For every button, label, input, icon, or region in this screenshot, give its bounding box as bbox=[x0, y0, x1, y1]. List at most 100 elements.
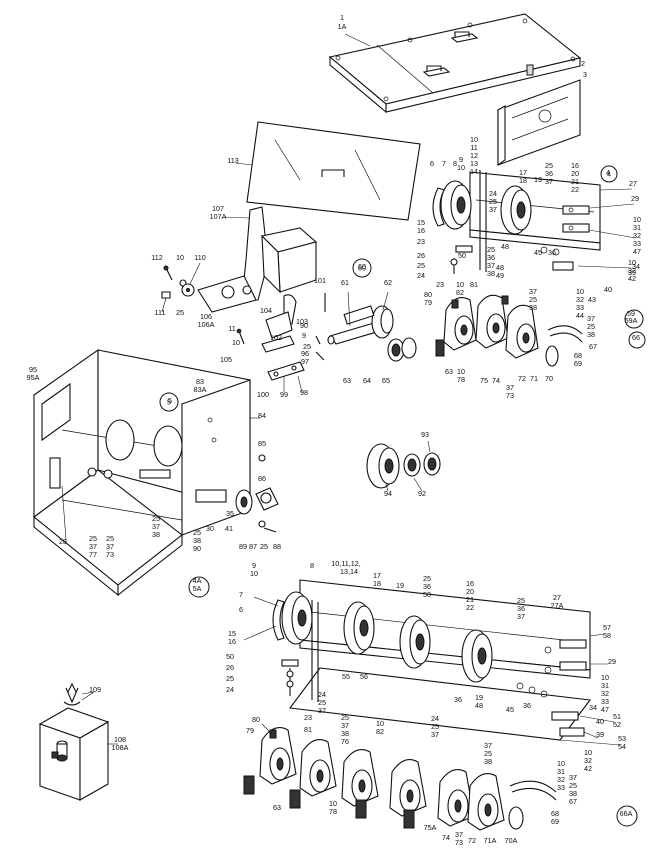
part-callout-c29a: 29 bbox=[631, 194, 639, 203]
part-callout-c16d: 16 bbox=[228, 637, 236, 646]
part-callout-c4: 4 bbox=[606, 168, 610, 177]
part-callout-c4a: 4A bbox=[193, 576, 202, 585]
part-callout-c25k: 25 bbox=[152, 514, 160, 523]
part-callout-c10m: 10 bbox=[557, 759, 565, 768]
part-callout-c102: 102 bbox=[270, 333, 282, 342]
part-callout-c25e: 25 bbox=[587, 322, 595, 331]
part-callout-c32e: 32 bbox=[584, 756, 592, 765]
part-callout-c107: 107 bbox=[212, 204, 224, 213]
part-callout-c23b: 23 bbox=[436, 280, 444, 289]
part-callout-c25p: 25 bbox=[226, 674, 234, 683]
part-callout-c10h: 10 bbox=[176, 253, 184, 262]
part-callout-c83: 83 bbox=[196, 377, 204, 386]
part-callout-c24a: 24 bbox=[489, 189, 497, 198]
part-callout-c106: 106 bbox=[200, 312, 212, 321]
part-callout-c87: 87 bbox=[249, 542, 257, 551]
part-callout-c40a: 40 bbox=[604, 285, 612, 294]
part-callout-c10l: 10 bbox=[584, 748, 592, 757]
part-callout-c73c: 73 bbox=[455, 838, 463, 847]
part-callout-c78a: 78 bbox=[457, 375, 465, 384]
part-callout-c25t: 25 bbox=[484, 749, 492, 758]
reference-circle-label: 60 bbox=[358, 264, 366, 273]
part-callout-c106a: 106A bbox=[198, 320, 215, 329]
part-callout-c78b: 78 bbox=[329, 807, 337, 816]
part-callout-c10n: 10 bbox=[376, 719, 384, 728]
part-callout-c45b: 45 bbox=[506, 705, 514, 714]
part-callout-c36c: 36 bbox=[487, 253, 495, 262]
reference-circle bbox=[600, 165, 618, 183]
part-callout-c24b: 24 bbox=[417, 271, 425, 280]
part-callout-c50c: 50 bbox=[226, 652, 234, 661]
part-callout-c43a: 43 bbox=[588, 295, 596, 304]
part-callout-c85: 85 bbox=[258, 439, 266, 448]
part-callout-c10g: 10 bbox=[457, 367, 465, 376]
part-callout-c49a: 49 bbox=[496, 271, 504, 280]
part-callout-c99: 99 bbox=[280, 390, 288, 399]
part-callout-c37o: 37 bbox=[569, 773, 577, 782]
part-callout-c37p: 37 bbox=[455, 830, 463, 839]
part-callout-c32a: 32 bbox=[633, 231, 641, 240]
part-callout-c25m: 25 bbox=[260, 542, 268, 551]
part-callout-c72a: 72 bbox=[518, 374, 526, 383]
part-callout-c13a: 13 bbox=[470, 159, 478, 168]
part-callout-c50a: 50 bbox=[458, 251, 466, 260]
part-callout-c79a: 79 bbox=[424, 298, 432, 307]
part-callout-c5: 5 bbox=[168, 396, 172, 405]
linkage-hardware bbox=[161, 262, 201, 313]
part-callout-c80a: 80 bbox=[424, 290, 432, 299]
part-callout-c19b: 19 bbox=[396, 581, 404, 590]
part-callout-c62: 62 bbox=[384, 278, 392, 287]
part-callout-c34b: 34 bbox=[589, 703, 597, 712]
reference-circle-label: 4 bbox=[607, 170, 611, 179]
part-callout-c6b: 6 bbox=[239, 605, 243, 614]
part-callout-c19c: 19 bbox=[475, 693, 483, 702]
part-callout-c69b: 69 bbox=[551, 817, 559, 826]
part-callout-c81a: 81 bbox=[470, 280, 478, 289]
part-callout-c33c: 33 bbox=[601, 697, 609, 706]
part-callout-c80b: 80 bbox=[252, 715, 260, 724]
part-callout-c15b: 15 bbox=[228, 629, 236, 638]
part-callout-c9: 9 bbox=[302, 331, 306, 340]
part-callout-c109: 109 bbox=[89, 685, 101, 694]
part-callout-c32c: 32 bbox=[576, 295, 584, 304]
part-callout-c32b: 32 bbox=[628, 266, 636, 275]
part-callout-c1: 1 bbox=[340, 13, 344, 22]
part-callout-c8b: 8 bbox=[310, 561, 314, 570]
part-callout-c25g: 25 bbox=[176, 308, 184, 317]
part-callout-c63a: 63 bbox=[445, 367, 453, 376]
part-callout-c30: 30 bbox=[206, 524, 214, 533]
part-callout-c11b: 11 bbox=[228, 324, 235, 333]
part-callout-c42b: 42 bbox=[584, 764, 592, 773]
part-callout-c9a: 9 bbox=[459, 155, 463, 164]
reference-circle bbox=[188, 576, 210, 598]
shaft-assembly bbox=[324, 291, 417, 362]
part-callout-c37k: 37 bbox=[318, 706, 326, 715]
part-callout-c36b: 36 bbox=[545, 169, 553, 178]
part-callout-c79b: 79 bbox=[246, 726, 254, 735]
part-callout-c48b: 48 bbox=[496, 263, 504, 272]
part-callout-c50b: 50 bbox=[423, 590, 431, 599]
part-callout-c110: 110 bbox=[194, 253, 205, 262]
circled-ref-k4a bbox=[188, 576, 210, 598]
part-callout-c113: 113 bbox=[227, 156, 238, 165]
part-callout-c31c: 31 bbox=[557, 767, 565, 776]
linkage-bar bbox=[267, 335, 325, 393]
part-callout-c25o: 25 bbox=[517, 596, 525, 605]
part-callout-c38g: 38 bbox=[484, 757, 492, 766]
part-callout-c25f: 25 bbox=[529, 295, 537, 304]
part-callout-c25r: 25 bbox=[431, 722, 439, 731]
part-callout-c48c: 48 bbox=[475, 701, 483, 710]
part-callout-c16b: 16 bbox=[417, 226, 425, 235]
part-callout-c36e: 36 bbox=[517, 604, 525, 613]
reference-circle-label: 5 bbox=[167, 398, 171, 407]
part-callout-c23c: 23 bbox=[304, 713, 312, 722]
part-callout-c36f: 36 bbox=[523, 701, 531, 710]
part-callout-c32f: 32 bbox=[557, 775, 565, 784]
part-callout-c63b: 63 bbox=[343, 376, 351, 385]
part-callout-c95: 95 bbox=[29, 365, 37, 374]
part-callout-c38h: 38 bbox=[569, 789, 577, 798]
enclosure-box bbox=[38, 682, 118, 801]
part-callout-c41: 41 bbox=[225, 524, 233, 533]
part-callout-c94: 94 bbox=[384, 489, 392, 498]
part-callout-c14a: 14 bbox=[470, 167, 478, 176]
